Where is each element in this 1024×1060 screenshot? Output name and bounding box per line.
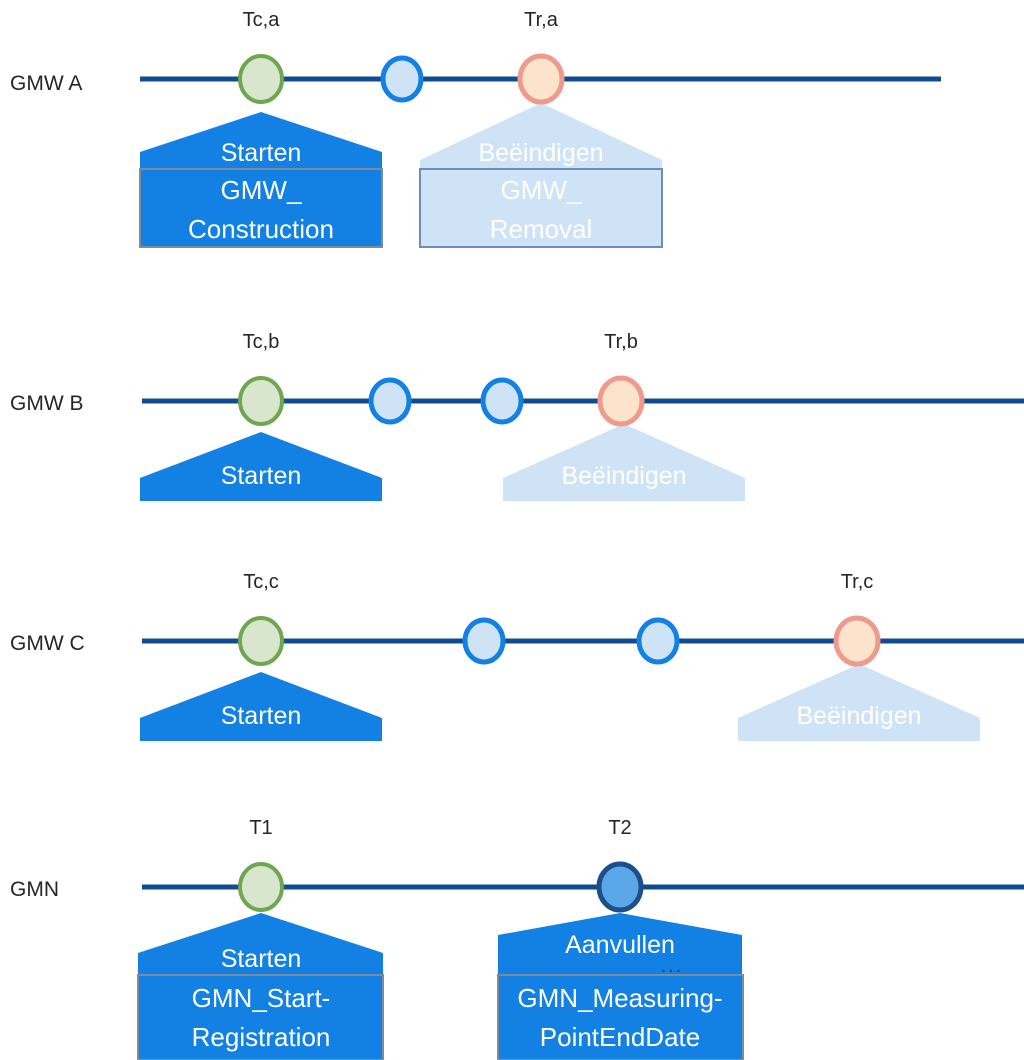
tick-label-tr-a: Tr,a: [524, 9, 559, 31]
gmw-c-end-pentagon: [738, 664, 980, 741]
gmw-a-end-name-line2: Removal: [490, 214, 593, 244]
green-circle-icon: [238, 862, 284, 912]
row-gmn: GMN Starten GMN_Start- Registration Aanv…: [10, 817, 1024, 1060]
gmw-a-start-pentagon: [140, 112, 382, 168]
mid-node-c-2[interactable]: [636, 617, 680, 665]
gmw-b-end-action-label: Beëindigen: [561, 462, 686, 490]
gmw-b-start-event[interactable]: Starten: [140, 432, 382, 501]
mid-node-b-2[interactable]: [480, 377, 524, 425]
row-gmw-b: GMW B Starten Beëindigen Tc,b: [10, 331, 1024, 501]
gmn-start-event[interactable]: Starten GMN_Start- Registration: [137, 913, 384, 1060]
mid-node-b-1[interactable]: [368, 377, 412, 425]
gmn-supplement-ellipsis: ...: [661, 955, 684, 977]
gmw-a-start-box: [139, 168, 383, 248]
gmw-c-start-event[interactable]: Starten: [140, 672, 382, 741]
gmn-supplement-event[interactable]: Aanvullen ... GMN_Measuring- PointEndDat…: [497, 913, 744, 1060]
tr-a-node[interactable]: [517, 53, 565, 105]
tick-label-tc-a: Tc,a: [243, 9, 281, 31]
gmn-start-box: [137, 974, 384, 1060]
blue-circle-icon: [462, 617, 506, 665]
row-gmw-c: GMW C Starten Beëindigen Tc,c: [10, 571, 1024, 741]
gmw-b-start-pentagon: [140, 432, 382, 501]
row-label-gmw-c: GMW C: [10, 632, 85, 655]
gmw-c-start-pentagon: [140, 672, 382, 741]
row-label-gmw-a: GMW A: [10, 72, 82, 95]
row-label-gmn: GMN: [10, 878, 59, 901]
mid-node-c-1[interactable]: [462, 617, 506, 665]
tick-label-tc-c: Tc,c: [243, 571, 279, 593]
gmn-supplement-name-line1: GMN_Measuring-: [517, 983, 722, 1013]
tick-label-t2: T2: [608, 817, 631, 839]
green-circle-icon: [238, 616, 284, 666]
gmn-supplement-action-label: Aanvullen: [565, 931, 675, 959]
gmw-c-end-action-label: Beëindigen: [796, 702, 921, 730]
gmw-a-start-action-label: Starten: [221, 139, 302, 167]
tick-label-tr-b: Tr,b: [604, 331, 638, 353]
orange-circle-icon: [597, 375, 645, 427]
blue-circle-icon: [480, 377, 524, 425]
gmn-supplement-name-line2: PointEndDate: [540, 1022, 700, 1052]
gmw-a-start-name-line1: GMW_: [221, 175, 302, 205]
gmn-supplement-box: [497, 974, 744, 1060]
gmn-start-action-label: Starten: [221, 945, 302, 973]
navy-circle-icon: [596, 861, 644, 913]
blue-circle-icon: [380, 55, 424, 103]
tick-label-t1: T1: [249, 817, 272, 839]
tick-label-tc-b: Tc,b: [243, 331, 280, 353]
gmw-a-end-action-label: Beëindigen: [478, 139, 603, 167]
gmw-a-start-event[interactable]: Starten GMW_ Construction: [139, 112, 383, 248]
green-circle-icon: [238, 54, 284, 104]
row-gmw-a: GMW A Starten GMW_ Construction Beëindig…: [10, 9, 941, 248]
gmn-supplement-pentagon: [498, 913, 742, 974]
tc-b-node[interactable]: [238, 376, 284, 426]
tr-b-node[interactable]: [597, 375, 645, 427]
gmw-a-end-pentagon: [420, 103, 662, 168]
gmw-a-end-event[interactable]: Beëindigen GMW_ Removal: [419, 103, 663, 248]
tr-c-node[interactable]: [833, 615, 881, 667]
gmw-c-start-action-label: Starten: [221, 702, 302, 730]
gmw-b-end-event[interactable]: Beëindigen: [503, 424, 745, 501]
blue-circle-icon: [368, 377, 412, 425]
mid-node-a-1[interactable]: [380, 55, 424, 103]
tc-c-node[interactable]: [238, 616, 284, 666]
gmn-start-name-line1: GMN_Start-: [192, 983, 331, 1013]
gmw-c-end-event[interactable]: Beëindigen: [738, 664, 980, 741]
gmn-start-name-line2: Registration: [192, 1022, 331, 1052]
t2-node[interactable]: [596, 861, 644, 913]
row-label-gmw-b: GMW B: [10, 392, 84, 415]
gmw-a-end-box: [419, 168, 663, 248]
green-circle-icon: [238, 376, 284, 426]
gmw-b-end-pentagon: [503, 424, 745, 501]
orange-circle-icon: [517, 53, 565, 105]
orange-circle-icon: [833, 615, 881, 667]
gmw-b-start-action-label: Starten: [221, 462, 302, 490]
gmn-start-pentagon: [138, 913, 383, 974]
gmw-a-start-name-line2: Construction: [188, 214, 334, 244]
gmw-a-end-name-line1: GMW_: [501, 175, 582, 205]
tick-label-tr-c: Tr,c: [841, 571, 874, 593]
tc-a-node[interactable]: [238, 54, 284, 104]
blue-circle-icon: [636, 617, 680, 665]
t1-node[interactable]: [238, 862, 284, 912]
